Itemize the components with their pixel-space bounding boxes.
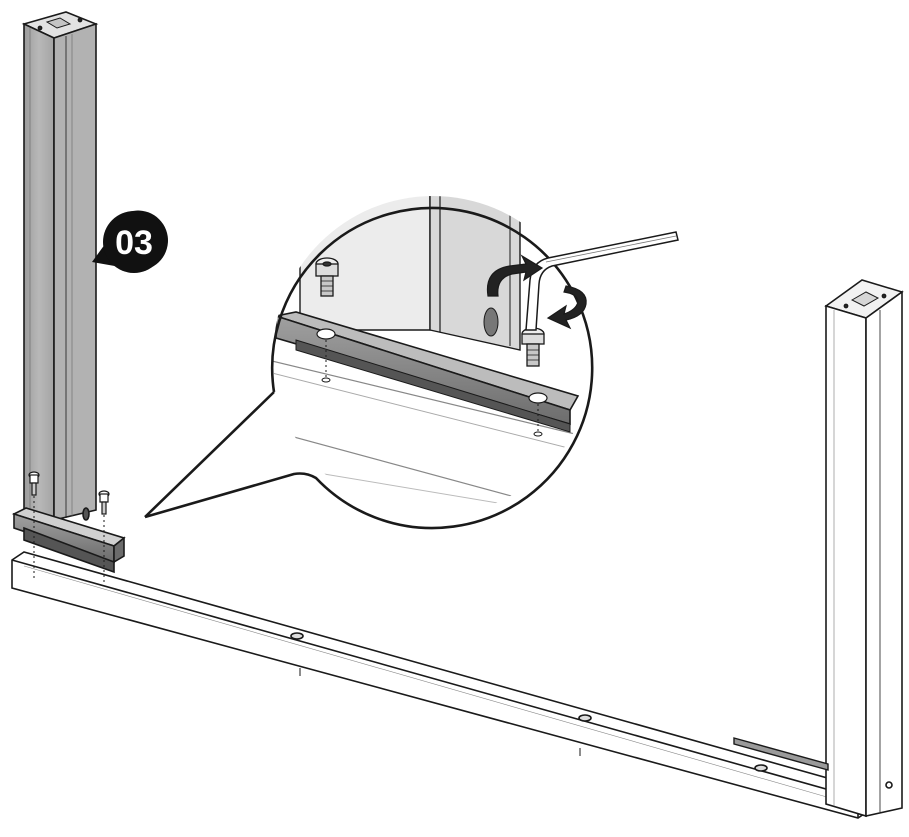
crossbar-hole xyxy=(290,632,304,640)
foot-crossbar xyxy=(11,551,871,819)
left-mounting-plate xyxy=(11,507,126,574)
left-leg xyxy=(21,11,99,522)
right-leg xyxy=(824,279,904,818)
detail-callout xyxy=(144,196,594,530)
step-badge: 03 xyxy=(92,210,168,273)
right-mounting-plate xyxy=(733,737,829,771)
bolt-icon xyxy=(521,327,545,367)
bolt-icon xyxy=(315,257,339,297)
crossbar-hole xyxy=(578,714,592,722)
step-number: 03 xyxy=(115,224,153,262)
bolt-icon xyxy=(98,490,110,584)
bolt-icon xyxy=(28,471,40,580)
crossbar-hole xyxy=(754,764,768,772)
rotation-arrow-icon xyxy=(486,254,587,330)
